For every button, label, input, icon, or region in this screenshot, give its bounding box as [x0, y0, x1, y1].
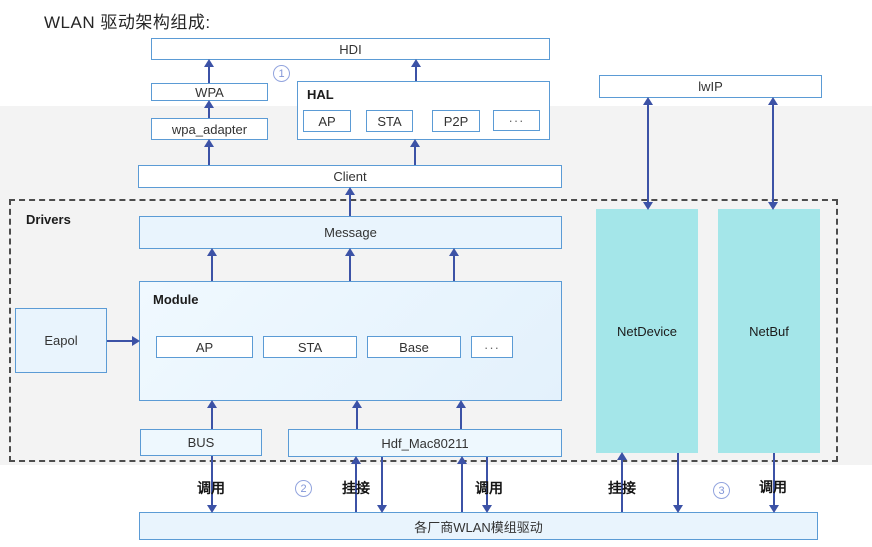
arrow-vendor-to-hdf-2	[457, 456, 467, 512]
edge-label-hook-netdevice: 挂接	[608, 480, 636, 496]
arrow-adapter-to-wpa	[204, 100, 214, 118]
arrow-eapol-to-module	[107, 336, 140, 346]
module-item-ap: AP	[156, 336, 253, 358]
arrow-vendor-to-netdevice	[617, 452, 627, 512]
arrow-hdf-to-vendor-2	[482, 457, 492, 513]
arrow-hal-to-hdi	[411, 59, 421, 81]
node-netdevice: NetDevice	[596, 209, 698, 453]
arrow-client-to-adapter	[204, 139, 214, 165]
module-label: Module	[153, 292, 199, 307]
node-eapol: Eapol	[15, 308, 107, 373]
circled-number-1: 1	[273, 65, 290, 82]
hal-item-more: ···	[493, 110, 540, 131]
edge-label-call-netbuf: 调用	[759, 479, 787, 495]
node-message: Message	[139, 216, 562, 249]
hal-item-sta: STA	[366, 110, 413, 132]
page-title: WLAN 驱动架构组成:	[44, 13, 211, 32]
arrow-client-to-hal	[410, 139, 420, 165]
edge-label-call-hdf: 调用	[475, 480, 503, 496]
arrow-vendor-to-hdf-1	[351, 456, 361, 512]
node-netbuf: NetBuf	[718, 209, 820, 453]
circled-number-3: 3	[713, 482, 730, 499]
arrow-lwip-netdevice	[643, 97, 653, 210]
arrow-bus-to-module	[207, 400, 217, 429]
circled-number-2: 2	[295, 480, 312, 497]
arrow-bus-to-vendor	[207, 456, 217, 513]
node-bus: BUS	[140, 429, 262, 456]
module-item-more: ···	[471, 336, 513, 358]
arrow-lwip-netbuf	[768, 97, 778, 210]
edge-label-hook-hdf: 挂接	[342, 480, 370, 496]
hal-label: HAL	[307, 87, 334, 102]
module-item-sta: STA	[263, 336, 357, 358]
hal-item-ap: AP	[303, 110, 351, 132]
node-wpa-adapter: wpa_adapter	[151, 118, 268, 140]
arrow-hdf-to-module-1	[352, 400, 362, 429]
module-item-base: Base	[367, 336, 461, 358]
arrow-wpa-to-hdi	[204, 59, 214, 83]
arrow-netbuf-to-vendor	[769, 453, 779, 513]
node-vendor-driver: 各厂商WLAN模组驱动	[139, 512, 818, 540]
arrow-message-to-client	[345, 187, 355, 216]
arrow-netdevice-to-vendor	[673, 453, 683, 513]
drivers-region-label: Drivers	[26, 212, 71, 227]
arrow-module-to-message-1	[207, 248, 217, 281]
arrow-module-to-message-3	[449, 248, 459, 281]
edge-label-call-bus: 调用	[197, 480, 225, 496]
node-hdi: HDI	[151, 38, 550, 60]
arrow-hdf-to-module-2	[456, 400, 466, 429]
hal-item-p2p: P2P	[432, 110, 480, 132]
drivers-region-border	[9, 199, 838, 462]
node-client: Client	[138, 165, 562, 188]
node-lwip: lwIP	[599, 75, 822, 98]
arrow-module-to-message-2	[345, 248, 355, 281]
node-wpa: WPA	[151, 83, 268, 101]
arrow-hdf-to-vendor-1	[377, 457, 387, 513]
node-hdf-mac80211: Hdf_Mac80211	[288, 429, 562, 457]
